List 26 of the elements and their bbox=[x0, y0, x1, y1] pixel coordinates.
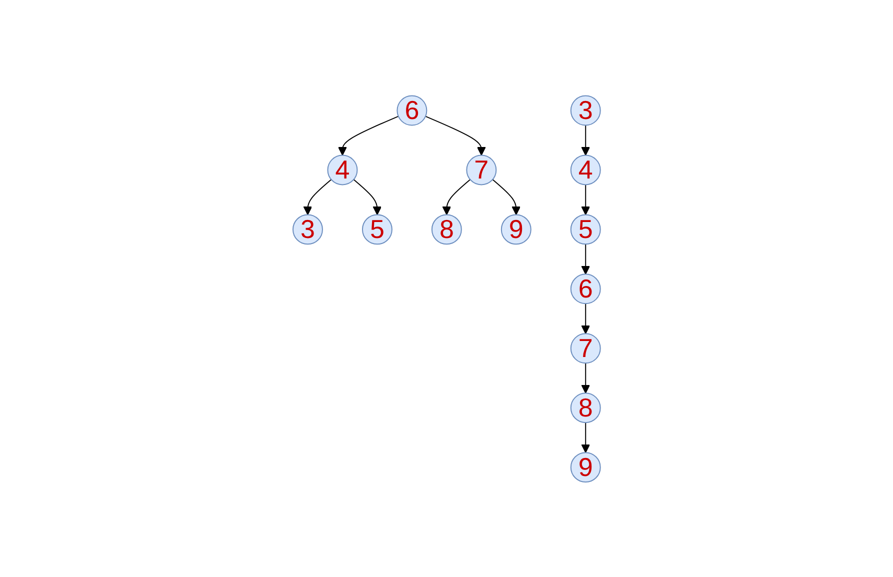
arrow bbox=[581, 124, 590, 156]
node-circle: 6 bbox=[570, 273, 601, 304]
arrow bbox=[492, 178, 520, 215]
arrow bbox=[581, 302, 590, 334]
arrow bbox=[442, 178, 471, 215]
arrow bbox=[581, 422, 590, 453]
arrow bbox=[581, 184, 590, 215]
arrow bbox=[424, 115, 486, 156]
node-circle: 5 bbox=[362, 214, 392, 244]
node-circle: 8 bbox=[431, 214, 462, 244]
node-circle: 4 bbox=[570, 154, 601, 185]
node-circle: 9 bbox=[500, 214, 532, 244]
node-circle: 8 bbox=[570, 392, 601, 423]
arrow bbox=[303, 178, 332, 215]
node-circle: 3 bbox=[570, 94, 601, 126]
node-circle: 5 bbox=[570, 214, 601, 244]
node-circle: 3 bbox=[292, 214, 323, 244]
arrow bbox=[338, 115, 399, 156]
node-circle: 7 bbox=[466, 154, 496, 185]
arrow bbox=[581, 362, 590, 394]
arrow bbox=[581, 243, 590, 274]
node-circle: 9 bbox=[570, 452, 601, 482]
node-circle: 4 bbox=[327, 154, 358, 185]
arrow bbox=[353, 178, 382, 215]
node-circle: 6 bbox=[396, 94, 427, 126]
node-circle: 7 bbox=[570, 332, 601, 364]
